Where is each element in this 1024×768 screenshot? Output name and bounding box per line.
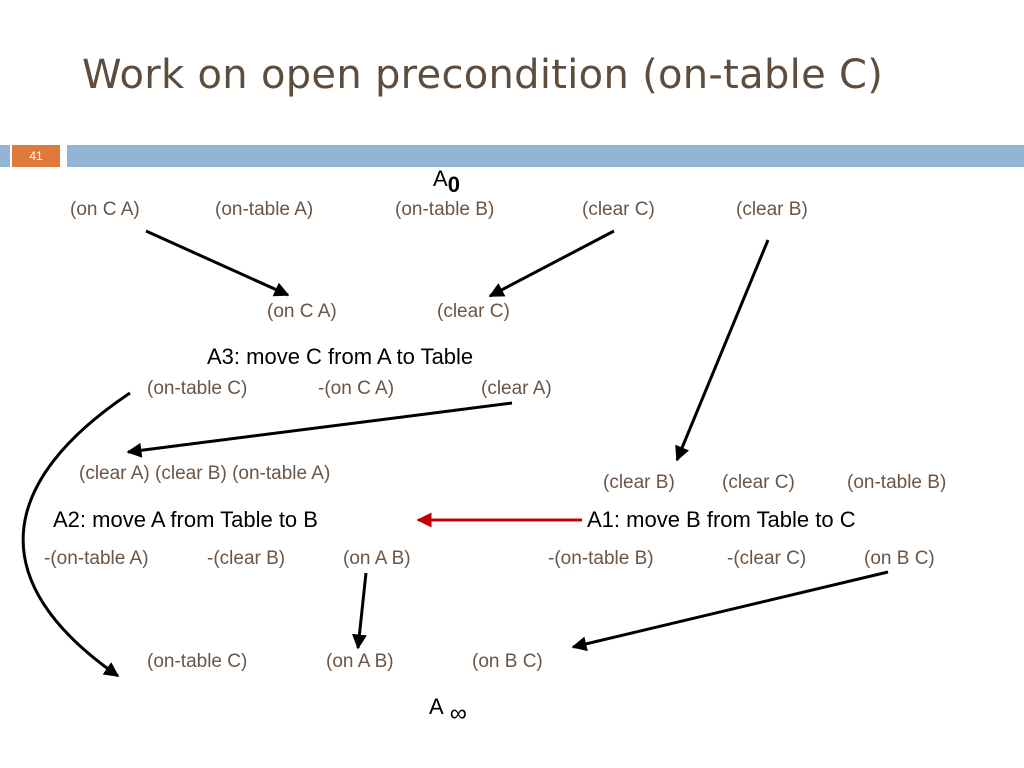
a2-effect-not-on-table-a: -(on-table A) <box>44 548 149 569</box>
a3-effect-not-on-c-a: -(on C A) <box>318 378 395 399</box>
slide-title: Work on open precondition (on-table C) <box>82 52 884 98</box>
link-clear-c <box>488 229 615 298</box>
a1-precondition-clear-c: (clear C) <box>722 472 795 493</box>
goal-precondition-on-table-c: (on-table C) <box>147 651 248 672</box>
a3-action-name: A3: move C from A to Table <box>207 344 474 369</box>
a1-effect-not-on-table-b: -(on-table B) <box>548 548 654 569</box>
a2-preconditions: (clear A) (clear B) (on-table A) <box>79 463 331 484</box>
slide-number: 41 <box>12 145 60 167</box>
a1-effect-not-clear-c: -(clear C) <box>727 548 807 569</box>
a3-precondition-on-c-a: (on C A) <box>267 301 337 322</box>
a1-precondition-on-table-b: (on-table B) <box>847 472 947 493</box>
a2-action-name: A2: move A from Table to B <box>53 507 318 532</box>
goal-step-label: A∞ <box>429 694 467 727</box>
link-on-table-c <box>21 391 131 678</box>
a2-effect-not-clear-b: -(clear B) <box>207 548 286 569</box>
start-effect-on-table-a: (on-table A) <box>215 199 314 220</box>
start-step-label: A0 <box>433 166 460 197</box>
a3-effect-clear-a: (clear A) <box>481 378 552 399</box>
start-effect-on-table-b: (on-table B) <box>395 199 495 220</box>
header-bar-left <box>0 145 10 167</box>
link-on-c-a <box>145 229 290 297</box>
a1-precondition-clear-b: (clear B) <box>603 472 675 493</box>
link-clear-b <box>675 239 770 462</box>
a3-effect-on-table-c: (on-table C) <box>147 378 248 399</box>
goal-precondition-on-a-b: (on A B) <box>326 651 394 672</box>
start-effect-clear-c: (clear C) <box>582 199 655 220</box>
link-on-a-b <box>351 572 368 650</box>
link-clear-a <box>126 401 513 458</box>
start-effect-on-c-a: (on C A) <box>70 199 140 220</box>
link-on-b-c <box>571 570 889 652</box>
start-effect-clear-b: (clear B) <box>736 199 808 220</box>
goal-precondition-on-b-c: (on B C) <box>472 651 543 672</box>
header-bar-right <box>67 145 1024 167</box>
a1-effect-on-b-c: (on B C) <box>864 548 935 569</box>
a1-action-name: A1: move B from Table to C <box>587 507 856 532</box>
a3-precondition-clear-c: (clear C) <box>437 301 510 322</box>
a2-effect-on-a-b: (on A B) <box>343 548 411 569</box>
